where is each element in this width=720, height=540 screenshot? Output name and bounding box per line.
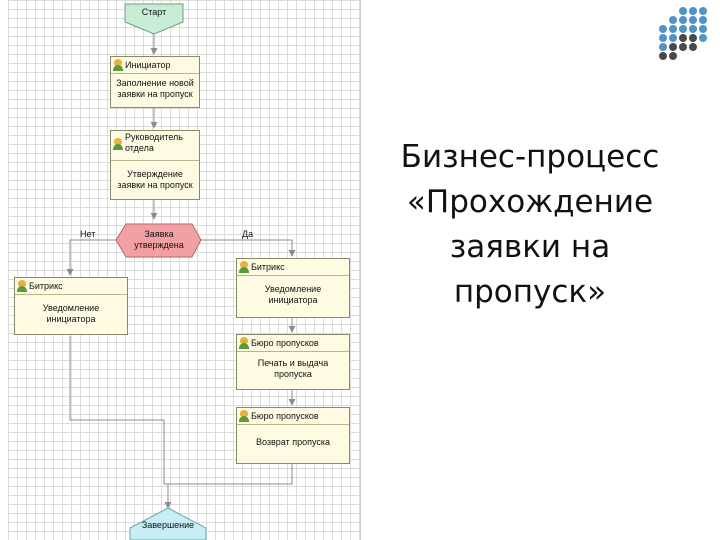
logo-icon — [659, 7, 707, 60]
user-icon — [239, 410, 249, 422]
logo-dot — [659, 25, 667, 33]
decision-node: Заявка утверждена — [122, 226, 196, 256]
logo-dot — [689, 34, 697, 42]
step-role-header: Руководитель отдела — [111, 131, 199, 161]
yes-branch-label: Да — [242, 229, 254, 239]
connector-left-merge — [69, 336, 168, 485]
step-action: Заполнение новой заявки на пропуск — [116, 78, 194, 99]
step-role: Бюро пропусков — [251, 411, 319, 421]
step-action: Уведомление инициатора — [42, 303, 100, 324]
logo-dot — [669, 43, 677, 51]
step-action: Печать и выдача пропуска — [257, 358, 329, 379]
step-action: Утверждение заявки на пропуск — [117, 169, 193, 190]
step-pass-office-return: Бюро пропусков Возврат пропуска — [236, 407, 350, 464]
step-role: Руководитель отдела — [125, 132, 183, 153]
connector-right-merge — [168, 464, 293, 485]
logo-dot — [659, 43, 667, 51]
logo-dot — [679, 34, 687, 42]
end-label: Завершение — [141, 520, 195, 530]
logo-dot — [699, 7, 707, 15]
step-role: Бюро пропусков — [251, 338, 319, 348]
user-icon — [239, 337, 249, 349]
decision-shape — [115, 223, 202, 258]
logo-dot — [669, 16, 677, 24]
logo-dot — [669, 34, 677, 42]
step-bitrix-no: Битрикс Уведомление инициатора — [14, 277, 128, 335]
start-shape — [124, 3, 184, 35]
logo-dot — [679, 25, 687, 33]
step-role: Битрикс — [29, 281, 63, 291]
logo-dot — [669, 25, 677, 33]
start-label: Старт — [141, 7, 167, 17]
end-node: Завершение — [120, 519, 216, 533]
slide-title: Бизнес-процесс «Прохождение заявки на пр… — [400, 139, 660, 310]
logo-dot — [679, 16, 687, 24]
logo-dot — [659, 34, 667, 42]
logo-dot — [679, 7, 687, 15]
flowchart-canvas: Старт Заявка утверждена Завершение Нет Д… — [8, 0, 361, 540]
step-department-head: Руководитель отдела Утверждение заявки н… — [110, 130, 200, 200]
decision-label: Заявка утверждена — [134, 229, 184, 250]
step-action: Возврат пропуска — [255, 437, 331, 447]
step-initiator: Инициатор Заполнение новой заявки на про… — [110, 56, 200, 108]
step-role: Инициатор — [125, 60, 171, 70]
logo-dot — [689, 25, 697, 33]
logo-dot — [699, 16, 707, 24]
logo-dot — [689, 7, 697, 15]
step-action: Уведомление инициатора — [264, 284, 322, 305]
connector-decision-no — [66, 239, 116, 276]
logo-dot — [659, 52, 667, 60]
step-role-header: Бюро пропусков — [237, 335, 349, 352]
user-icon — [17, 280, 27, 292]
user-icon — [239, 261, 249, 273]
logo-dot — [689, 43, 697, 51]
step-role-header: Битрикс — [237, 259, 349, 276]
connector-decision-yes — [200, 239, 296, 257]
step-role-header: Инициатор — [111, 57, 199, 74]
end-shape — [129, 507, 207, 540]
step-role: Битрикс — [251, 262, 285, 272]
user-icon — [113, 59, 123, 71]
user-icon — [113, 138, 123, 150]
logo-dot — [679, 43, 687, 51]
step-role-header: Битрикс — [15, 278, 127, 295]
step-bitrix-yes: Битрикс Уведомление инициатора — [236, 258, 350, 318]
logo-dot — [699, 34, 707, 42]
flowchart-connectors — [66, 3, 296, 540]
no-branch-label: Нет — [80, 229, 96, 239]
logo-dot — [699, 25, 707, 33]
logo-dot — [689, 16, 697, 24]
step-role-header: Бюро пропусков — [237, 408, 349, 425]
start-node: Старт — [117, 6, 191, 20]
step-pass-office-print: Бюро пропусков Печать и выдача пропуска — [236, 334, 350, 390]
logo-dot — [669, 52, 677, 60]
